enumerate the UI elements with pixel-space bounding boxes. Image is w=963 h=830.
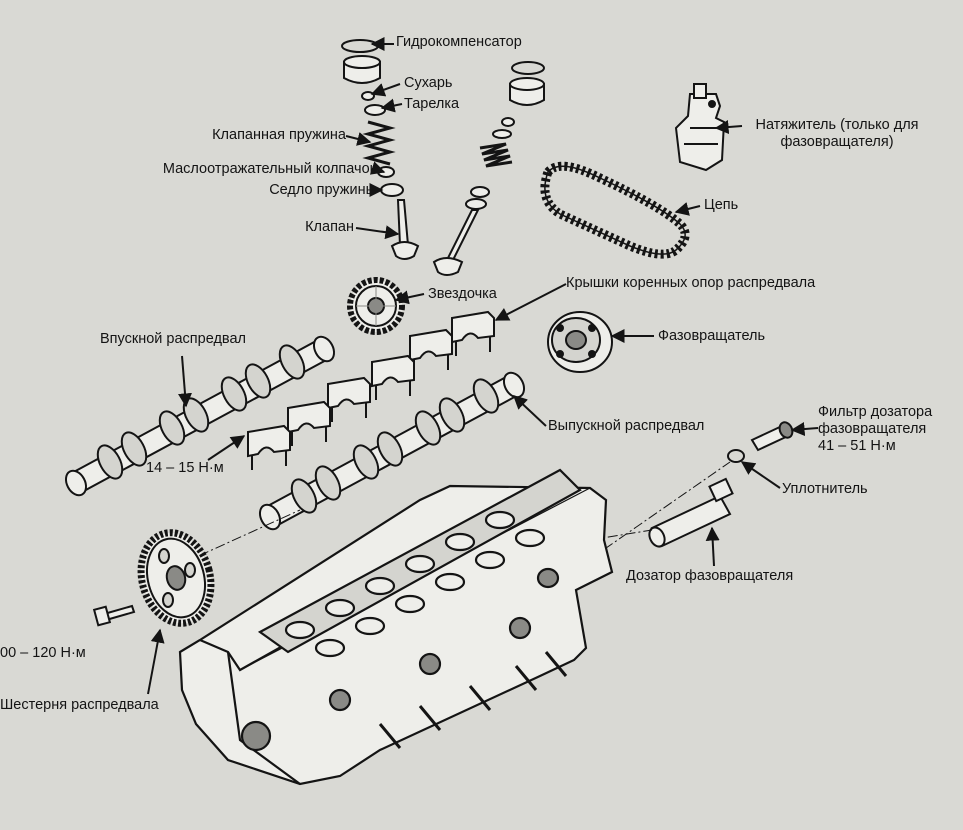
label-retainer: Тарелка [404, 96, 460, 112]
ocv-seal [727, 449, 745, 463]
label-oil-control-valve: Дозатор фазовращателя [626, 568, 794, 584]
label-spring-seat: Седло пружины [269, 182, 376, 198]
label-bearing-caps: Крышки коренных опор распредвала [566, 275, 816, 291]
cylinder-head [178, 468, 614, 786]
label-seal: Уплотнитель [782, 481, 868, 497]
label-intake-camshaft: Впускной распредвал [100, 331, 246, 347]
bearing-cap [327, 376, 371, 422]
oil-control-valve [648, 477, 734, 548]
valve-train-right [432, 61, 545, 276]
bearing-cap [371, 354, 415, 400]
sprocket [347, 277, 405, 335]
label-chain: Цепь [704, 197, 739, 213]
bearing-cap [247, 424, 291, 470]
valve-head [390, 241, 420, 260]
cam-phaser [547, 311, 613, 373]
valve-train-left [341, 39, 420, 260]
label-sprocket: Звездочка [428, 286, 497, 302]
bearing-cap [287, 400, 331, 446]
intake-camshaft [64, 335, 336, 497]
leader-arrows [147, 37, 819, 695]
camshaft-gear [137, 529, 215, 627]
label-valve: Клапан [305, 219, 354, 235]
label-filter: Фильтр дозатора фазовращателя 41 – 51 Н·… [818, 404, 933, 454]
exhaust-camshaft [258, 371, 526, 531]
label-cap-torque: 14 – 15 Н·м [146, 460, 224, 476]
timing-chain [540, 161, 690, 259]
camshaft-gear-bolt [92, 604, 136, 627]
label-tensioner: Натяжитель (только для фазовращателя) [755, 117, 919, 150]
label-lifter: Гидрокомпенсатор [396, 34, 522, 50]
label-cam-gear: Шестерня распредвала [0, 697, 159, 713]
bearing-caps [247, 310, 495, 470]
oil-seal [377, 166, 395, 178]
bearing-cap [409, 328, 453, 374]
retainer [364, 104, 386, 116]
label-phaser: Фазовращатель [658, 328, 766, 344]
label-exhaust-camshaft: Выпускной распредвал [548, 418, 705, 434]
valve-stem [396, 199, 410, 246]
bearing-cap [451, 310, 495, 356]
spring-seat [380, 183, 404, 197]
label-valve-spring: Клапанная пружина [212, 127, 346, 143]
ocv-filter [750, 421, 794, 452]
valve-spring [362, 120, 396, 166]
label-keeper: Сухарь [404, 75, 453, 91]
chain-tensioner [674, 83, 726, 172]
label-oil-seal: Маслоотражательный колпачок [162, 161, 376, 177]
lifter-ring [341, 39, 379, 53]
label-gear-bolt-torque: 00 – 120 Н·м [0, 645, 86, 661]
